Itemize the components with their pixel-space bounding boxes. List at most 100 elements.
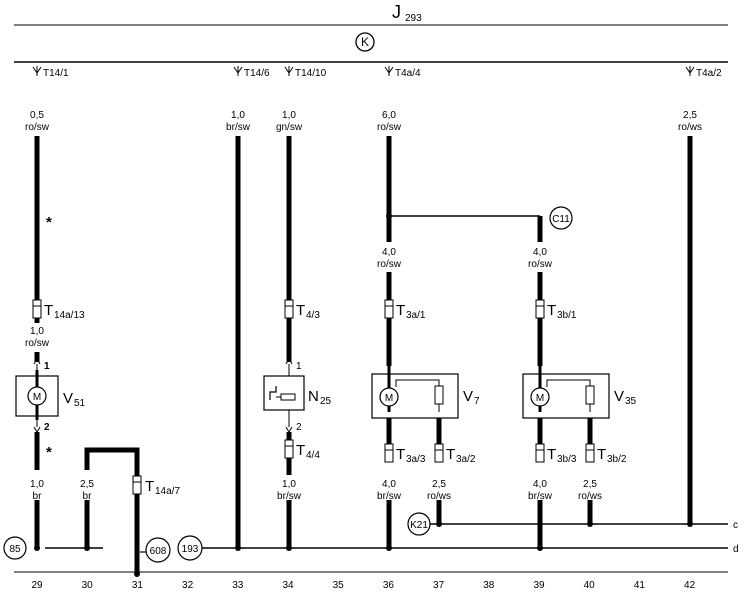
track-number: 40 bbox=[584, 580, 596, 591]
wire-label-color: br bbox=[33, 491, 43, 502]
pin-label: 2 bbox=[296, 422, 302, 433]
wire-label-size: 4,0 bbox=[382, 247, 396, 258]
wire-label-size: 2,5 bbox=[683, 110, 697, 121]
pin-arrows: 1 2 1 2 bbox=[33, 358, 302, 433]
wire-label-size: 4,0 bbox=[533, 247, 547, 258]
bus-label-c: c bbox=[733, 520, 738, 531]
connector-t3a-1: T 3a/1 bbox=[384, 299, 426, 321]
svg-text:V: V bbox=[63, 390, 73, 407]
track-number: 39 bbox=[533, 580, 545, 591]
wire-label-size: 2,5 bbox=[432, 479, 446, 490]
connector-c11 bbox=[549, 206, 573, 230]
svg-text:14a/13: 14a/13 bbox=[54, 310, 85, 321]
svg-text:M: M bbox=[33, 392, 41, 403]
svg-text:4/4: 4/4 bbox=[306, 450, 320, 461]
connector-t3b-3: T 3b/3 bbox=[535, 443, 577, 465]
connector-t3a-3: T 3a/3 bbox=[384, 443, 426, 465]
terminal-t14-1: T14/1 bbox=[32, 66, 69, 79]
component-v51: M V 51 bbox=[15, 370, 86, 420]
wire-label-size: 4,0 bbox=[382, 479, 396, 490]
pin-label: 1 bbox=[44, 361, 50, 372]
wire-label-size: 6,0 bbox=[382, 110, 396, 121]
wire-label-size: 1,0 bbox=[282, 110, 296, 121]
wire-label-size: 2,5 bbox=[583, 479, 597, 490]
connector-t14a-7: T 14a/7 bbox=[132, 475, 180, 497]
track-number: 32 bbox=[182, 580, 194, 591]
wire-labels: 0,5 ro/sw 1,0 ro/sw 1,0 br 2,5 br 1,0 br… bbox=[25, 110, 702, 502]
terminal-t4a-4: T4a/4 bbox=[384, 66, 421, 79]
svg-text:25: 25 bbox=[320, 396, 332, 407]
svg-text:3b/1: 3b/1 bbox=[557, 310, 577, 321]
wire-label-color: ro/sw bbox=[528, 259, 553, 270]
wire-label-color: br bbox=[83, 491, 93, 502]
wire-label-color: br/sw bbox=[377, 491, 402, 502]
ground-85 bbox=[3, 536, 27, 560]
track-number: 36 bbox=[383, 580, 395, 591]
svg-text:M: M bbox=[385, 393, 393, 404]
wire-30-31-bridge bbox=[84, 447, 140, 476]
svg-text:51: 51 bbox=[74, 398, 86, 409]
svg-text:K21: K21 bbox=[410, 520, 428, 531]
wire-label-color: gn/sw bbox=[276, 122, 303, 133]
svg-text:T: T bbox=[145, 478, 154, 495]
track-number: 35 bbox=[333, 580, 345, 591]
svg-text:N: N bbox=[308, 388, 319, 405]
svg-text:M: M bbox=[536, 393, 544, 404]
pin-label: 2 bbox=[44, 422, 50, 433]
svg-text:T: T bbox=[597, 446, 606, 463]
terminal-t14-10: T14/10 bbox=[284, 66, 327, 79]
wire-label-color: br/sw bbox=[277, 491, 302, 502]
wire-label-size: 2,5 bbox=[80, 479, 94, 490]
wire-label-color: ro/ws bbox=[578, 491, 602, 502]
svg-text:85: 85 bbox=[9, 544, 21, 555]
pin-label: 1 bbox=[296, 361, 302, 372]
svg-text:T14/10: T14/10 bbox=[295, 68, 327, 79]
wire-label-color: br/sw bbox=[528, 491, 553, 502]
wire-label-color: ro/sw bbox=[25, 338, 50, 349]
track-number: 29 bbox=[31, 580, 43, 591]
wire-label-color: ro/ws bbox=[427, 491, 451, 502]
bus-label-d: d bbox=[733, 544, 739, 555]
title-sub: 293 bbox=[405, 13, 422, 24]
k-symbol-icon bbox=[355, 32, 375, 52]
svg-text:14a/7: 14a/7 bbox=[155, 486, 180, 497]
svg-text:4/3: 4/3 bbox=[306, 310, 320, 321]
top-terminals: T14/1 T14/6 T14/10 T4a/4 T4a/2 bbox=[32, 66, 722, 79]
svg-text:3a/2: 3a/2 bbox=[456, 454, 476, 465]
svg-text:7: 7 bbox=[474, 396, 480, 407]
wire-label-color: ro/sw bbox=[377, 122, 402, 133]
header: J 293 K bbox=[14, 2, 728, 63]
resistor-icon bbox=[434, 385, 444, 405]
svg-text:T: T bbox=[547, 446, 556, 463]
connector-t4-4: T 4/4 bbox=[284, 439, 320, 461]
wire-label-color: ro/sw bbox=[377, 259, 402, 270]
svg-text:T4a/4: T4a/4 bbox=[395, 68, 421, 79]
connector-t3b-2: T 3b/2 bbox=[585, 443, 627, 465]
svg-text:3b/3: 3b/3 bbox=[557, 454, 577, 465]
wire-label-size: 1,0 bbox=[30, 479, 44, 490]
track-number: 31 bbox=[132, 580, 144, 591]
terminal-t14-6: T14/6 bbox=[233, 66, 270, 79]
wire-label-color: br/sw bbox=[226, 122, 251, 133]
asterisk-mark: * bbox=[46, 444, 52, 461]
track-number: 33 bbox=[232, 580, 244, 591]
svg-text:608: 608 bbox=[150, 546, 167, 557]
svg-text:3a/3: 3a/3 bbox=[406, 454, 426, 465]
svg-text:T: T bbox=[296, 442, 305, 459]
asterisk-mark: * bbox=[46, 214, 52, 231]
svg-text:T14/6: T14/6 bbox=[244, 68, 270, 79]
track-number: 37 bbox=[433, 580, 445, 591]
svg-text:V: V bbox=[614, 388, 624, 405]
track-number: 30 bbox=[82, 580, 94, 591]
k-symbol-label: K bbox=[361, 35, 369, 49]
track-number: 41 bbox=[634, 580, 646, 591]
connector-t4-3: T 4/3 bbox=[284, 299, 320, 321]
ground-608 bbox=[145, 537, 171, 563]
connector-t14a-13: T 14a/13 bbox=[32, 299, 85, 321]
svg-text:C11: C11 bbox=[552, 214, 570, 225]
track-number: 34 bbox=[282, 580, 294, 591]
svg-text:3b/2: 3b/2 bbox=[607, 454, 627, 465]
component-v35: M V 35 bbox=[522, 366, 637, 419]
